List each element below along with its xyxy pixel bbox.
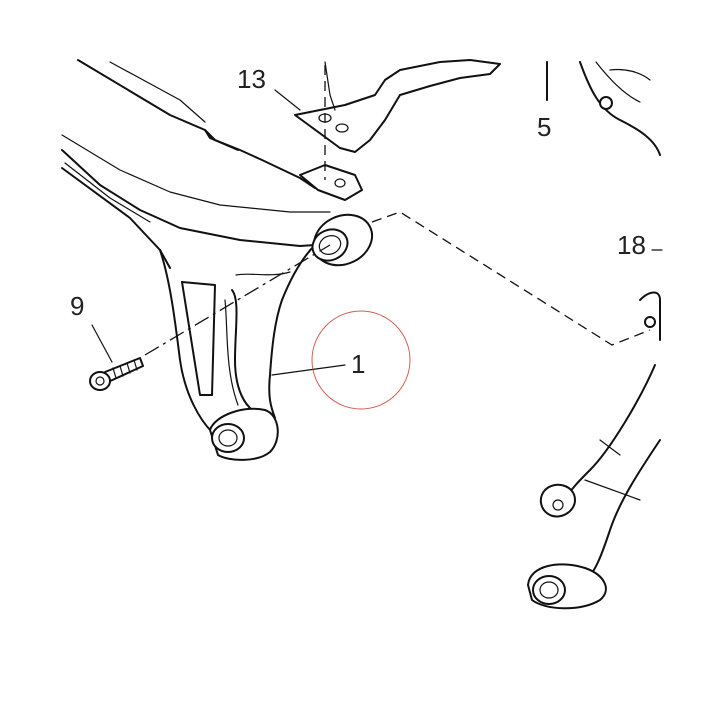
label-part-1: 1: [351, 349, 365, 379]
right-suspension-arm: [527, 291, 661, 610]
subframe: [61, 59, 331, 269]
bolt-axis-line: [144, 244, 331, 356]
bracket-part-13: [294, 59, 501, 201]
leader-lines: [91, 89, 663, 376]
bolt-part-9: [89, 357, 144, 391]
label-part-9: 9: [70, 291, 84, 321]
highlight-circle: [311, 310, 411, 410]
assembly-leader-line: [371, 211, 651, 346]
label-part-5: 5: [537, 112, 551, 142]
label-part-13: 13: [237, 64, 266, 94]
component-part-5: [546, 61, 661, 156]
label-part-18: 18: [617, 230, 646, 260]
